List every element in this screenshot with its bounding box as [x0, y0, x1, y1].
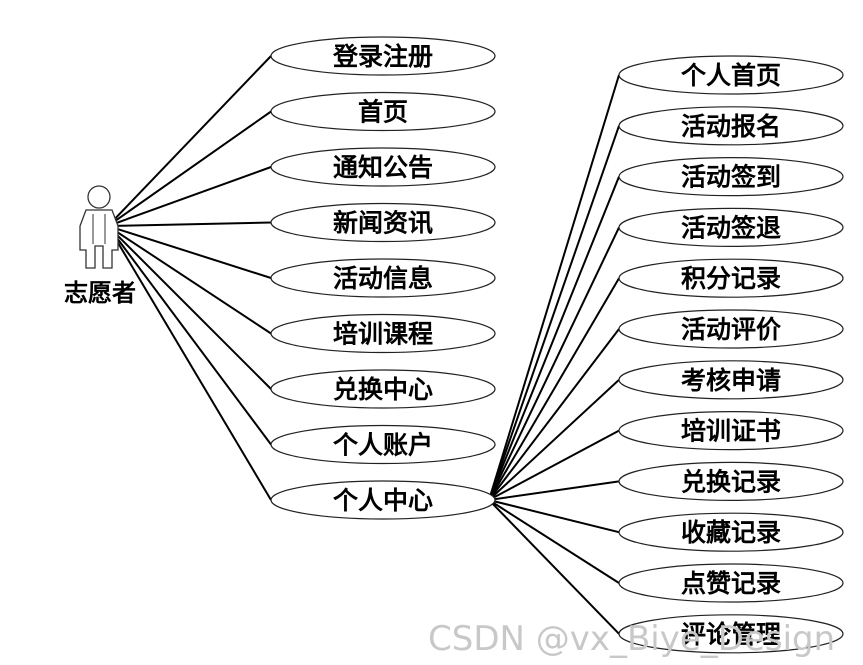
edge-actor-to-case	[107, 225, 272, 279]
use-case-node: 活动评价	[618, 309, 844, 349]
use-case-label: 活动签到	[681, 163, 781, 192]
use-case-node: 培训证书	[618, 411, 844, 451]
actor-edges	[107, 55, 272, 501]
use-case-node: 评论管理	[618, 614, 844, 654]
edge-actor-to-case	[107, 221, 272, 227]
use-case-node: 新闻资讯	[270, 202, 496, 243]
use-case-node: 个人账户	[270, 424, 496, 465]
use-case-node: 首页	[270, 91, 496, 132]
use-case-label: 考核申请	[681, 366, 781, 395]
use-case-ellipse	[270, 480, 496, 520]
edge-center-to-case	[488, 176, 620, 501]
use-case-node: 活动报名	[618, 106, 844, 146]
edge-actor-to-case	[107, 166, 272, 227]
use-case-node: 个人首页	[618, 55, 844, 95]
use-case-ellipse	[618, 461, 844, 501]
use-case-node: 收藏记录	[618, 512, 844, 552]
use-case-ellipse	[618, 157, 844, 197]
edge-center-to-case	[488, 277, 620, 501]
use-case-label: 活动签退	[681, 213, 781, 242]
edge-actor-to-case	[107, 110, 272, 227]
use-case-node: 点赞记录	[618, 563, 844, 603]
use-case-label: 点赞记录	[681, 569, 781, 598]
use-case-ellipse	[618, 614, 844, 654]
use-case-label: 通知公告	[333, 153, 433, 182]
use-case-label: 个人账户	[333, 431, 433, 460]
watermark: CSDN @vx_Biye_Design	[428, 619, 835, 659]
center-edges	[488, 74, 620, 635]
edge-center-to-case	[488, 429, 620, 501]
use-case-label: 积分记录	[681, 264, 781, 293]
use-case-label: 登录注册	[332, 42, 433, 71]
edge-center-to-case	[488, 379, 620, 501]
use-case-node: 活动信息	[270, 258, 496, 298]
edge-actor-to-case	[107, 225, 272, 446]
use-case-label: 个人中心	[333, 486, 433, 515]
use-case-ellipse	[618, 512, 844, 552]
use-case-label: 个人首页	[681, 61, 781, 90]
use-case-ellipse	[618, 309, 844, 349]
use-case-label: 兑换中心	[333, 375, 433, 404]
use-case-ellipse	[270, 313, 496, 354]
use-case-node: 考核申请	[618, 360, 844, 400]
use-case-label: 活动评价	[681, 315, 782, 344]
edge-actor-to-case	[107, 55, 272, 227]
edge-center-to-case	[488, 480, 620, 501]
edge-center-to-case	[488, 226, 620, 501]
edge-center-to-case	[488, 499, 620, 635]
use-case-ellipse	[270, 424, 496, 465]
use-case-ellipse	[618, 411, 844, 451]
edge-actor-to-case	[107, 225, 272, 501]
use-case-label: 活动报名	[681, 112, 781, 141]
use-case-node: 通知公告	[270, 147, 496, 187]
use-case-ellipse	[270, 202, 496, 243]
use-case-node: 兑换中心	[270, 369, 496, 409]
use-case-label: 兑换记录	[681, 467, 781, 496]
edge-center-to-case	[488, 74, 620, 501]
use-case-ellipse	[270, 258, 496, 298]
use-case-node: 登录注册	[270, 36, 496, 76]
use-case-ellipse	[618, 55, 844, 95]
use-case-label: 评论管理	[681, 620, 781, 649]
use-case-label: 首页	[358, 98, 408, 127]
right-use-cases: 个人首页活动报名活动签到活动签退积分记录活动评价考核申请培训证书兑换记录收藏记录…	[618, 55, 844, 654]
edge-center-to-case	[488, 499, 620, 534]
edge-actor-to-case	[107, 225, 272, 335]
use-case-ellipse	[270, 91, 496, 132]
use-case-ellipse	[270, 147, 496, 187]
use-case-label: 活动信息	[333, 264, 433, 293]
edge-actor-to-case	[107, 225, 272, 390]
actor-label: 志愿者	[64, 278, 136, 307]
use-case-node: 活动签到	[618, 157, 844, 197]
use-case-label: 培训课程	[333, 320, 433, 349]
use-case-node: 培训课程	[270, 313, 496, 354]
use-case-node: 个人中心	[270, 480, 496, 520]
use-case-ellipse	[618, 258, 844, 298]
use-case-node: 活动签退	[618, 207, 844, 247]
use-case-ellipse	[270, 369, 496, 409]
use-case-label: 新闻资讯	[333, 209, 433, 238]
edge-center-to-case	[488, 125, 620, 501]
use-case-node: 积分记录	[618, 258, 844, 298]
use-case-ellipse	[618, 106, 844, 146]
use-case-node: 兑换记录	[618, 461, 844, 501]
actor-icon	[79, 185, 119, 269]
edge-center-to-case	[488, 328, 620, 501]
use-case-label: 收藏记录	[681, 518, 781, 547]
use-case-ellipse	[618, 563, 844, 603]
use-case-label: 培训证书	[681, 417, 781, 446]
use-case-ellipse	[618, 207, 844, 247]
edge-center-to-case	[488, 499, 620, 584]
use-case-ellipse	[270, 36, 496, 76]
use-case-ellipse	[618, 360, 844, 400]
